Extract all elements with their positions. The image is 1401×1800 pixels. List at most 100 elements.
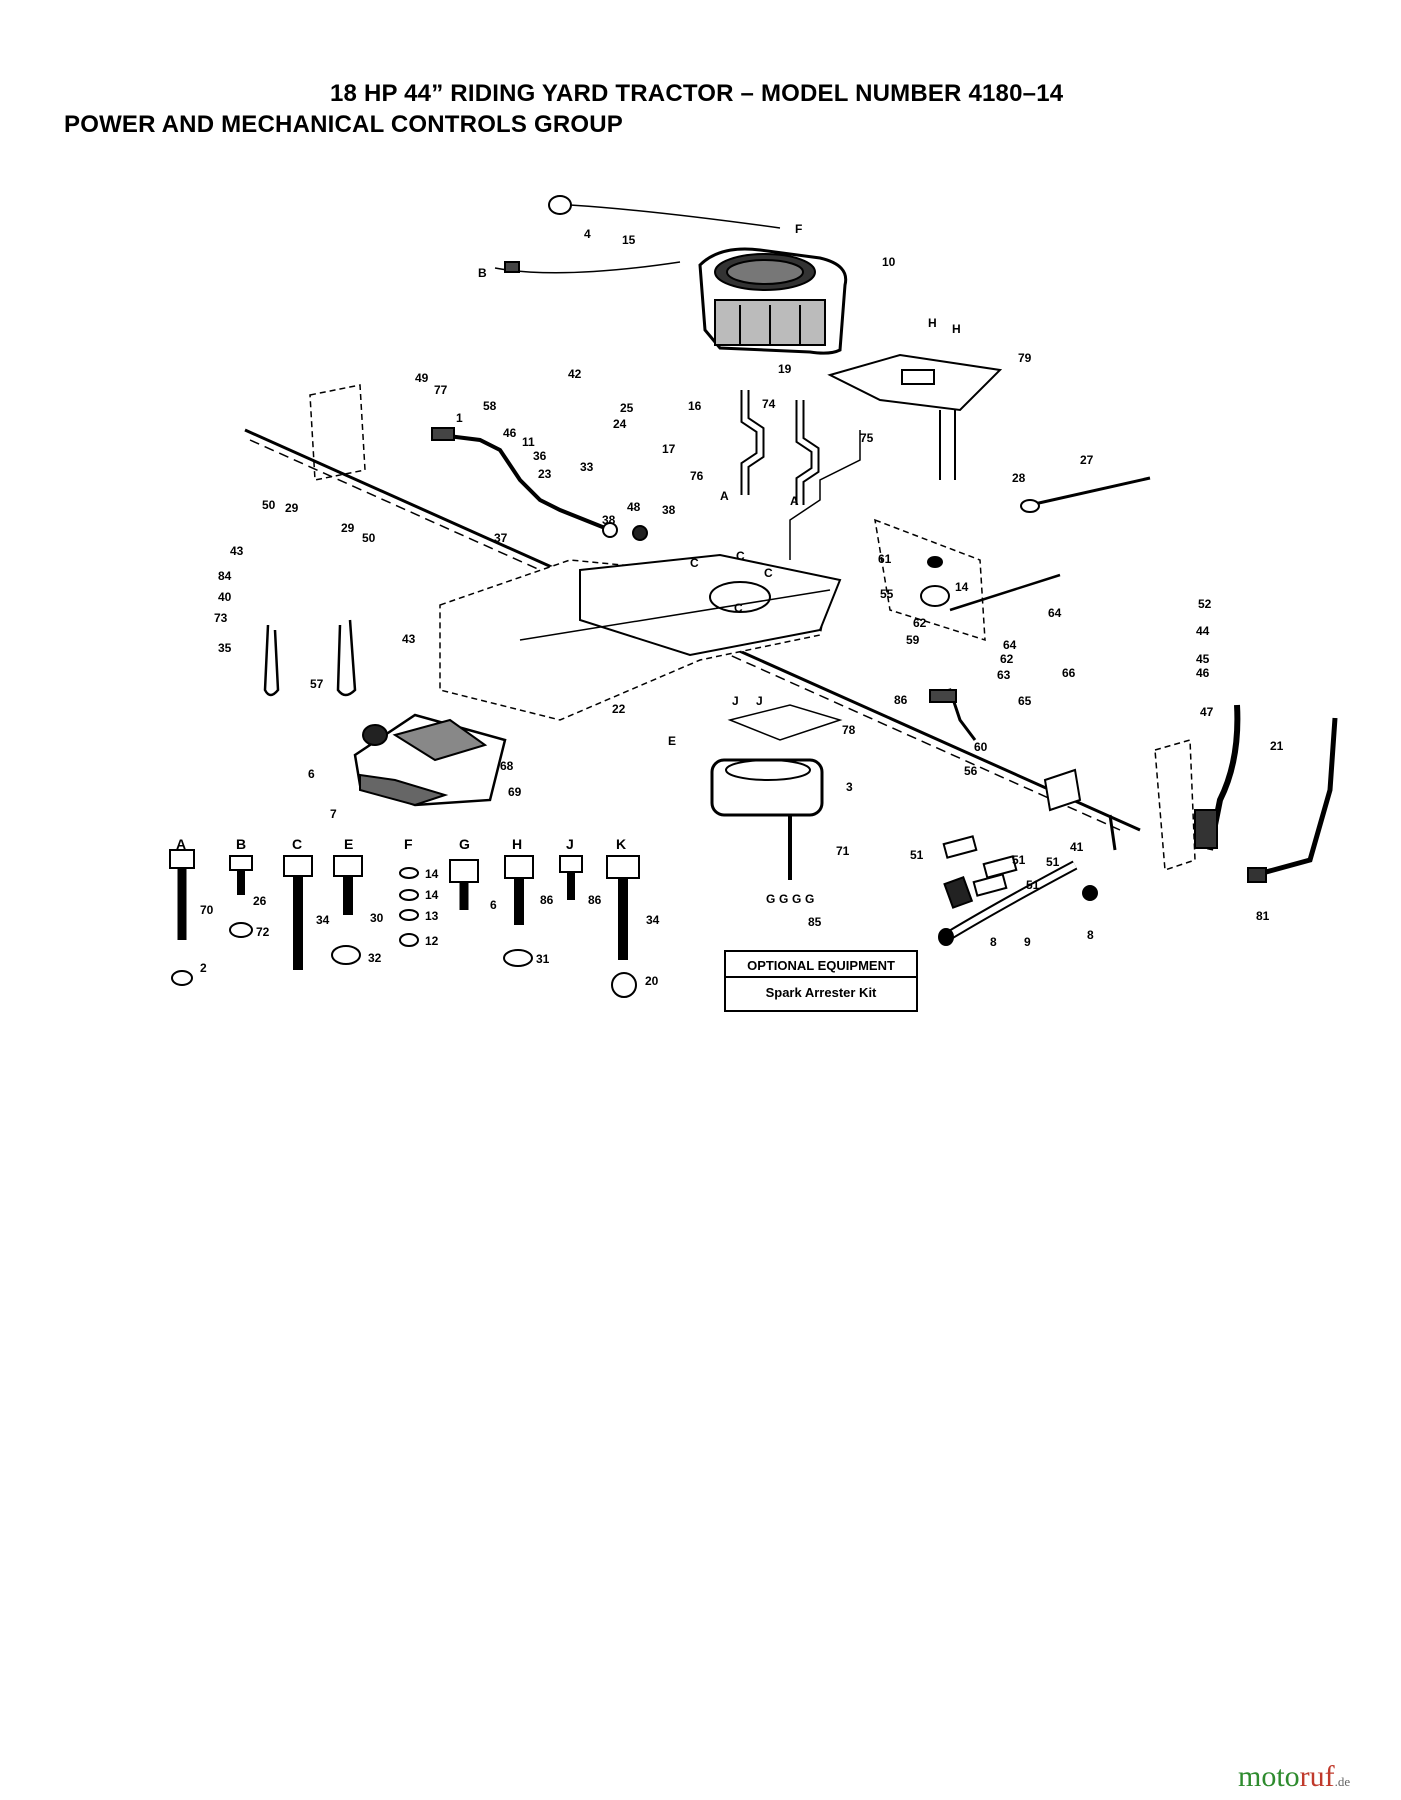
callout-52: 52 bbox=[1198, 597, 1212, 611]
callout-42: 42 bbox=[568, 367, 582, 381]
callout-81: 81 bbox=[1256, 909, 1270, 923]
fastener-letter-e: E bbox=[344, 836, 353, 852]
connector-h1: H bbox=[928, 316, 937, 330]
callout-68: 68 bbox=[500, 759, 514, 773]
callout-34a: 34 bbox=[316, 913, 330, 927]
callout-29b: 29 bbox=[341, 521, 355, 535]
callout-41: 41 bbox=[1070, 840, 1084, 854]
pedal-arm bbox=[1207, 704, 1241, 851]
callout-76: 76 bbox=[690, 469, 704, 483]
callout-51b: 51 bbox=[910, 848, 924, 862]
connector-b: B bbox=[478, 266, 487, 280]
callout-74: 74 bbox=[762, 397, 776, 411]
connector-a1: A bbox=[720, 489, 729, 503]
fastener-letter-c: C bbox=[292, 836, 302, 852]
callout-73: 73 bbox=[214, 611, 228, 625]
optional-equipment-item: Spark Arrester Kit bbox=[765, 985, 877, 1000]
callout-55: 55 bbox=[880, 587, 894, 601]
callout-9: 9 bbox=[1024, 935, 1031, 949]
callout-40: 40 bbox=[218, 590, 232, 604]
callout-57: 57 bbox=[310, 677, 324, 691]
bolt-b bbox=[229, 855, 253, 938]
fastener-letter-j: J bbox=[566, 836, 574, 852]
callout-45: 45 bbox=[1196, 652, 1210, 666]
connector-g3: G bbox=[792, 892, 801, 906]
callout-20: 20 bbox=[645, 974, 659, 988]
connector-a2: A bbox=[790, 494, 799, 508]
connector-letters: F B H H A A C C C C E J J G G G G bbox=[478, 222, 961, 906]
callout-25: 25 bbox=[620, 401, 634, 415]
callout-32: 32 bbox=[368, 951, 382, 965]
fastener-letter-f: F bbox=[404, 836, 413, 852]
bolt-g bbox=[449, 859, 479, 910]
bolt-k bbox=[606, 855, 640, 998]
rod-27 bbox=[1029, 476, 1151, 507]
callout-31: 31 bbox=[536, 952, 550, 966]
bolt-h bbox=[503, 855, 534, 967]
connector-f: F bbox=[795, 222, 802, 236]
callout-6b: 6 bbox=[490, 898, 497, 912]
cable-knob bbox=[548, 195, 572, 215]
callout-28: 28 bbox=[1012, 471, 1026, 485]
callout-11: 11 bbox=[522, 435, 535, 449]
callout-26: 26 bbox=[253, 894, 267, 908]
callout-48: 48 bbox=[627, 500, 641, 514]
callout-33: 33 bbox=[580, 460, 594, 474]
callout-77: 77 bbox=[434, 383, 448, 397]
washers-f bbox=[399, 867, 419, 947]
muffler bbox=[710, 758, 824, 817]
fastener-letter-b: B bbox=[236, 836, 246, 852]
connector-c2: C bbox=[736, 549, 745, 563]
battery bbox=[353, 713, 507, 807]
control-rod bbox=[439, 433, 611, 532]
callout-51c: 51 bbox=[1046, 855, 1060, 869]
callout-75: 75 bbox=[860, 431, 874, 445]
callout-14b: 14 bbox=[425, 867, 439, 881]
connector-h2: H bbox=[952, 322, 961, 336]
callout-29a: 29 bbox=[285, 501, 299, 515]
callout-86c: 86 bbox=[588, 893, 602, 907]
callout-6: 6 bbox=[308, 767, 315, 781]
callout-37: 37 bbox=[494, 531, 508, 545]
callout-numbers: 15 4 10 79 49 77 58 42 25 24 1 46 11 17 … bbox=[200, 227, 1284, 988]
engine bbox=[698, 247, 848, 355]
fastener-letters: A B C E F G H J K bbox=[176, 836, 626, 852]
callout-51d: 51 bbox=[1026, 878, 1040, 892]
callout-16: 16 bbox=[688, 399, 702, 413]
callout-14c: 14 bbox=[425, 888, 439, 902]
callout-38a: 38 bbox=[602, 513, 616, 527]
connector-g2: G bbox=[779, 892, 788, 906]
bolt-e bbox=[331, 855, 363, 965]
callout-58: 58 bbox=[483, 399, 497, 413]
callout-61: 61 bbox=[878, 552, 892, 566]
callout-12: 12 bbox=[425, 934, 439, 948]
callout-86: 86 bbox=[894, 693, 908, 707]
callout-78: 78 bbox=[842, 723, 856, 737]
connector-j1: J bbox=[732, 694, 739, 708]
callout-66a: 66 bbox=[1062, 666, 1076, 680]
callout-19: 19 bbox=[778, 362, 792, 376]
callout-56: 56 bbox=[964, 764, 978, 778]
mounting-plate bbox=[579, 553, 842, 657]
callout-15: 15 bbox=[622, 233, 636, 247]
optional-equipment-box: OPTIONAL EQUIPMENT Spark Arrester Kit bbox=[724, 950, 918, 1012]
callout-62a: 62 bbox=[913, 616, 927, 630]
callout-38b: 38 bbox=[662, 503, 676, 517]
callout-43a: 43 bbox=[230, 544, 244, 558]
callout-24: 24 bbox=[613, 417, 627, 431]
callout-17: 17 bbox=[662, 442, 676, 456]
watermark-ruf: ruf bbox=[1299, 1760, 1335, 1793]
callout-65: 65 bbox=[1018, 694, 1032, 708]
callout-47: 47 bbox=[1200, 705, 1214, 719]
callout-79: 79 bbox=[1018, 351, 1032, 365]
callout-13: 13 bbox=[425, 909, 439, 923]
callout-62b: 62 bbox=[1000, 652, 1014, 666]
watermark-moto: moto bbox=[1238, 1760, 1300, 1793]
callout-44: 44 bbox=[1196, 624, 1210, 638]
knob bbox=[920, 585, 950, 607]
callout-21: 21 bbox=[1270, 739, 1284, 753]
connector-c1: C bbox=[690, 556, 699, 570]
callout-27: 27 bbox=[1080, 453, 1094, 467]
connector-c3: C bbox=[764, 566, 773, 580]
watermark-logo: motoruf.de bbox=[1238, 1760, 1350, 1794]
